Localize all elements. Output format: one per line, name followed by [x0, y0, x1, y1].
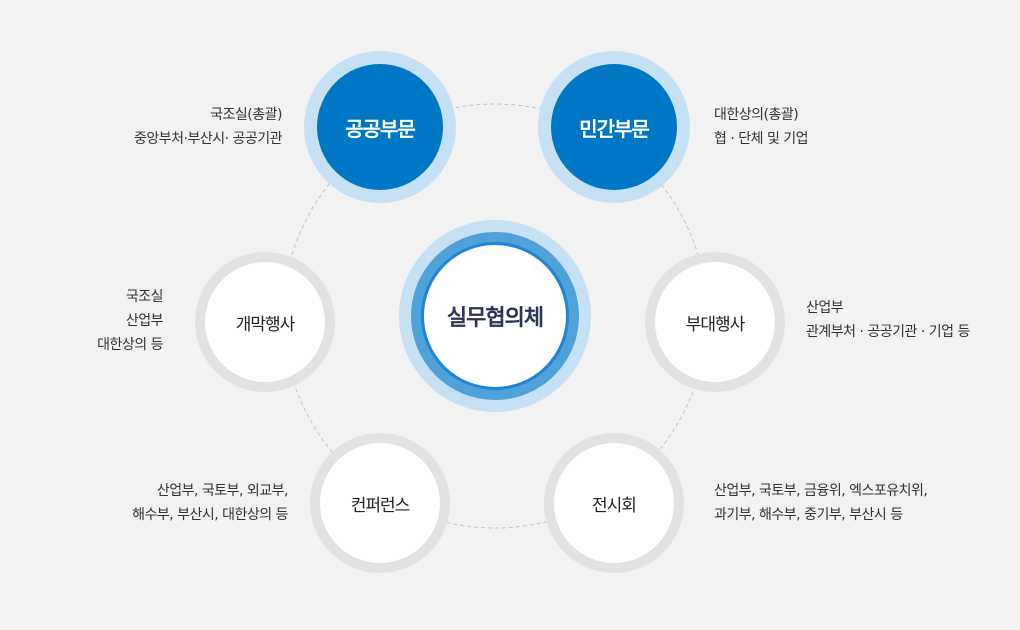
side-event-label: 부대행사: [685, 314, 746, 335]
exhibition-label: 전시회: [592, 495, 637, 516]
desc-line: 과기부, 해수부, 중기부, 부산시 등: [714, 507, 903, 523]
public-sector-label: 공공부문: [345, 116, 416, 141]
desc-line: 대한상의(총괄): [714, 107, 799, 123]
conference-node: 컨퍼런스: [310, 433, 450, 573]
opening-event-label: 개막행사: [235, 314, 296, 335]
center-label: 실무협의체: [446, 306, 544, 331]
private-sector-label: 민간부문: [579, 116, 650, 141]
side-event-node: 부대행사: [645, 252, 785, 392]
desc-line: 국조실(총괄): [210, 107, 282, 123]
conference-label: 컨퍼런스: [350, 495, 411, 516]
opening-event-node: 개막행사: [195, 252, 335, 392]
desc-line: 산업부, 국토부, 금융위, 엑스포유치위,: [714, 483, 928, 499]
desc-line: 국조실: [125, 289, 164, 305]
desc-line: 산업부: [806, 300, 844, 316]
exhibition-desc: 산업부, 국토부, 금융위, 엑스포유치위, 과기부, 해수부, 중기부, 부산…: [714, 479, 928, 527]
exhibition-node: 전시회: [544, 433, 684, 573]
desc-line: 관계부처 · 공공기관 · 기업 등: [806, 324, 970, 340]
opening-event-desc: 국조실 산업부 대한상의 등: [97, 285, 163, 357]
public-sector-desc: 국조실(총괄) 중앙부처·부산시· 공공기관: [133, 103, 283, 151]
desc-line: 산업부, 국토부, 외교부,: [156, 483, 289, 499]
public-sector-node: 공공부문: [317, 64, 443, 190]
conference-desc: 산업부, 국토부, 외교부, 해수부, 부산시, 대한상의 등: [132, 479, 288, 527]
side-event-desc: 산업부 관계부처 · 공공기관 · 기업 등: [806, 296, 970, 344]
desc-line: 협 · 단체 및 기업: [714, 131, 809, 147]
desc-line: 산업부: [125, 313, 164, 329]
private-sector-desc: 대한상의(총괄) 협 · 단체 및 기업: [714, 103, 809, 151]
desc-line: 중앙부처·부산시· 공공기관: [133, 131, 283, 147]
center-node: 실무협의체: [421, 242, 569, 390]
desc-line: 해수부, 부산시, 대한상의 등: [132, 507, 288, 523]
private-sector-node: 민간부문: [551, 64, 677, 190]
desc-line: 대한상의 등: [97, 337, 163, 353]
